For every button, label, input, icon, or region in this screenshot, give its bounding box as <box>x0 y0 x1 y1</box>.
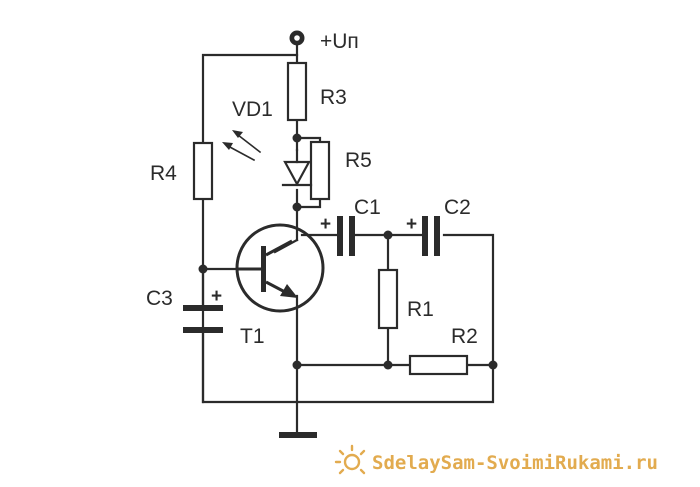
resistor-r3 <box>286 61 308 122</box>
watermark-text: SdelaySam-SvoimiRukami.ru <box>372 452 658 474</box>
c3-plus-sign: + <box>211 286 222 307</box>
supply-terminal <box>289 30 305 46</box>
capacitor-c3 <box>183 305 223 333</box>
resistor-r2 <box>408 354 469 376</box>
resistor-r4 <box>192 141 214 201</box>
transistor-t1 <box>235 223 325 313</box>
sun-icon <box>334 444 366 475</box>
t1-label: T1 <box>240 325 265 348</box>
vd1-label: VD1 <box>232 98 273 121</box>
r2-label: R2 <box>451 325 478 348</box>
r3-label: R3 <box>320 86 347 109</box>
capacitor-c2 <box>422 216 440 256</box>
c2-plus-sign: + <box>406 214 417 235</box>
junction-dots <box>198 133 498 370</box>
led-vd1 <box>281 148 313 187</box>
supply-label: +Uп <box>320 30 359 53</box>
c1-plus-sign: + <box>320 214 331 235</box>
c1-label: C1 <box>354 196 381 219</box>
c3-label: C3 <box>146 287 173 310</box>
ground-symbol <box>279 432 317 438</box>
c2-label: C2 <box>444 196 471 219</box>
resistor-r5 <box>309 140 331 201</box>
r5-label: R5 <box>345 149 372 172</box>
resistor-r1 <box>377 268 399 330</box>
r1-label: R1 <box>407 298 434 321</box>
capacitor-c1 <box>337 216 355 256</box>
r4-label: R4 <box>150 162 177 185</box>
light-arrows-icon <box>222 130 262 162</box>
